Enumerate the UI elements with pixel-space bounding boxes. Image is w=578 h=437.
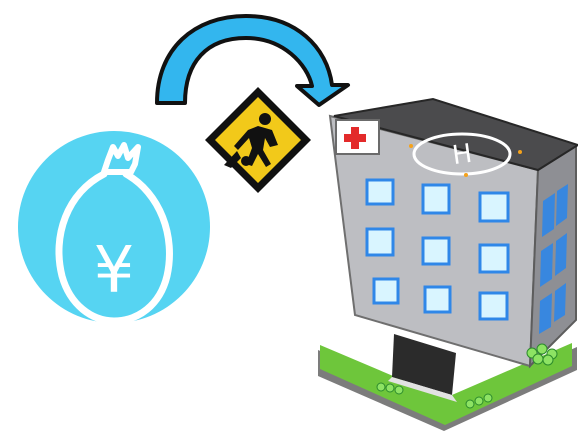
yen-money-bag-icon: ¥: [18, 131, 210, 323]
helipad-mark: H: [450, 139, 474, 171]
curved-arrow-icon: [157, 16, 348, 105]
road-work-sign-icon: [205, 87, 311, 193]
hospital-building-icon: H: [318, 99, 578, 431]
yen-symbol: ¥: [94, 234, 135, 308]
